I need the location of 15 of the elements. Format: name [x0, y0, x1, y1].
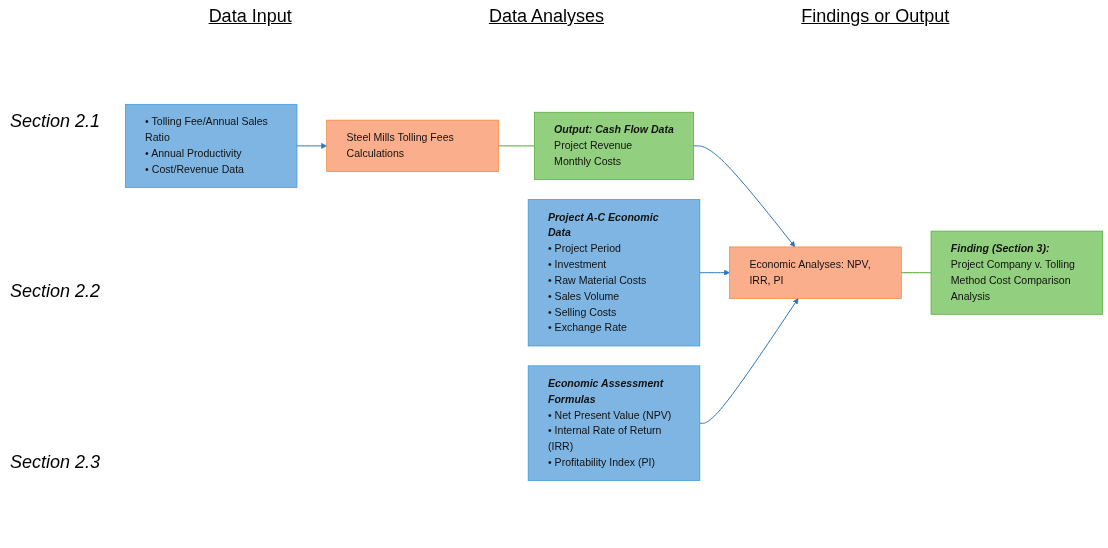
- node-box: Economic Analyses: NPV, IRR, PI: [729, 246, 902, 299]
- row-label: Section 2.2: [10, 281, 102, 303]
- node-box: Finding (Section 3): Project Company v. Tolling Method Cost Comparison Analysis: [930, 230, 1104, 315]
- node-box: • Tolling Fee/Annual Sales Ratio • Annual Productivity • Cost/Revenue Data: [124, 103, 298, 188]
- node-box: Output: Cash Flow Data Project Revenue Monthly Costs: [533, 111, 695, 180]
- row-label: Section 2.1: [10, 110, 102, 132]
- column-heading: Findings or Output: [801, 6, 950, 28]
- node-box: Steel Mills Tolling Fees Calculations: [326, 119, 499, 172]
- row-label: Section 2.3: [10, 452, 102, 474]
- column-heading: Data Input: [208, 6, 292, 28]
- node-box: Economic Assessment Formulas • Net Present Value (NPV) • Internal Rate of Return (IRR) • Profitability Index (PI): [527, 365, 701, 481]
- node-box: Project A-C Economic Data • Project Period • Investment • Raw Material Costs • Sales Volume • Selling Costs • Exchange Rate: [527, 198, 701, 346]
- connector: [497, 144, 535, 146]
- column-heading: Data Analyses: [488, 6, 604, 28]
- connector: [900, 271, 932, 273]
